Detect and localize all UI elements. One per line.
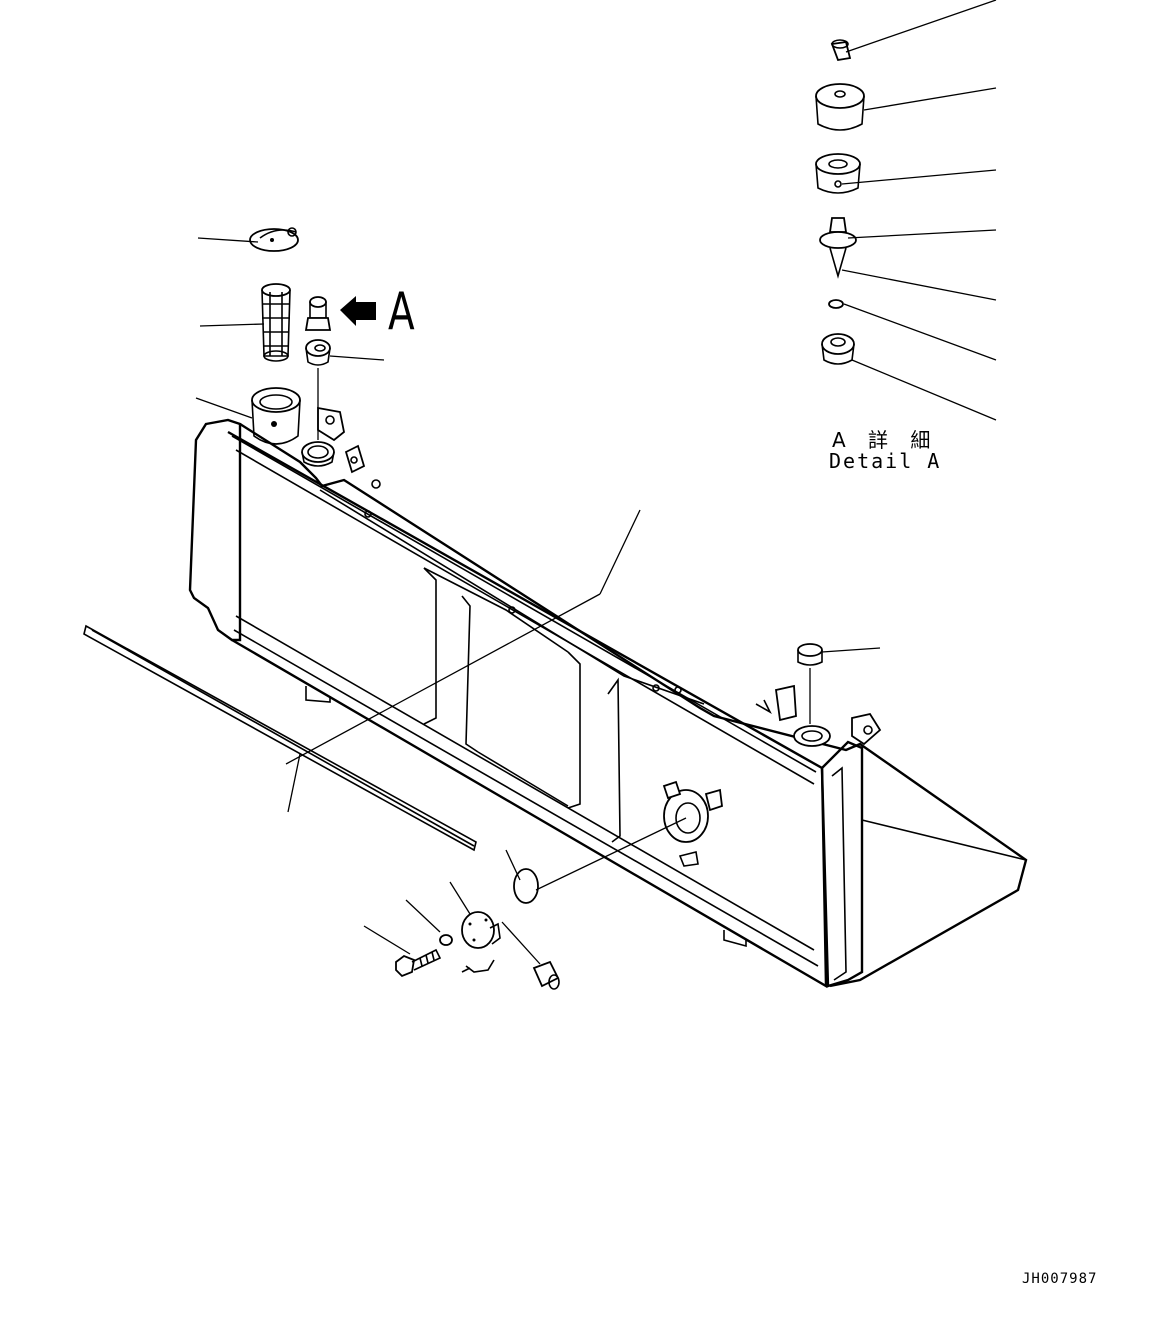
leader-lines (195, 0, 997, 965)
gauge-glass (513, 868, 539, 904)
gauge-cover-plate (461, 911, 501, 973)
view-direction-label: A (388, 282, 415, 342)
detail-a-cap (830, 39, 852, 62)
right-top-port (793, 725, 831, 747)
detail-a-adapter (821, 333, 855, 365)
detail-label-english: Detail A (829, 449, 942, 473)
detail-a-element (815, 153, 861, 194)
gauge-sleeve (532, 960, 560, 990)
washer (439, 934, 453, 946)
fuel-tank-body (188, 418, 1028, 989)
drawing-code: JH007987 (1022, 1271, 1098, 1287)
sealing-strip (83, 624, 477, 852)
filler-cap (249, 227, 299, 252)
drain-plug (797, 643, 823, 666)
filler-neck (251, 387, 301, 445)
view-arrow (340, 296, 376, 326)
bracket-lug (317, 406, 882, 746)
detail-label-japanese: A 詳 細 (832, 428, 939, 452)
detail-a-oring (828, 299, 844, 309)
breather-assembly (304, 296, 332, 331)
detail-a-housing (815, 83, 865, 131)
bolt (395, 948, 442, 978)
detail-a-valve (819, 217, 857, 279)
breather-adapter (305, 339, 331, 366)
top-port-boss (301, 441, 335, 467)
strainer-filter (261, 283, 291, 362)
level-gauge-port (662, 780, 723, 867)
